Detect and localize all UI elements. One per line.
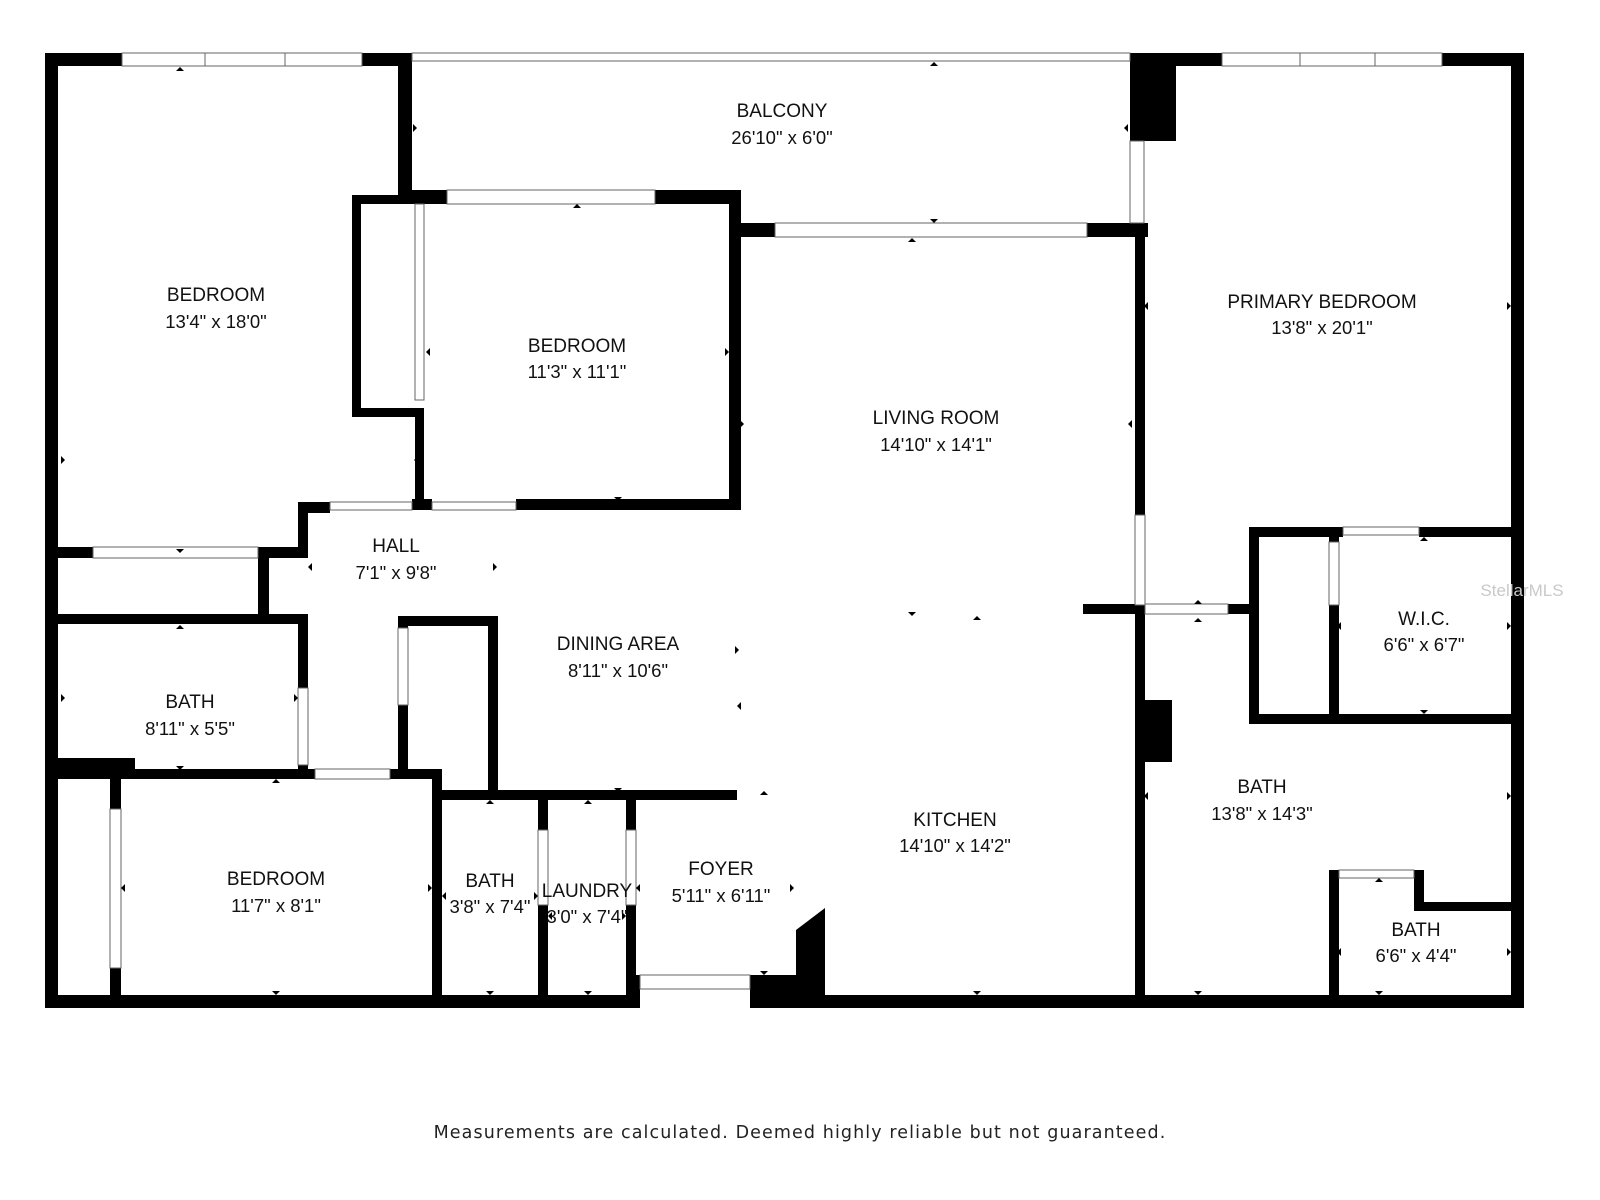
bedroom-center-name: BEDROOM bbox=[528, 336, 626, 357]
dining-area-name: DINING AREA bbox=[557, 634, 680, 655]
balcony-dims: 26'10" x 6'0" bbox=[731, 127, 832, 148]
bedroom-sw-name: BEDROOM bbox=[227, 869, 325, 890]
foyer-name: FOYER bbox=[688, 859, 753, 880]
windows bbox=[92, 52, 1443, 990]
hall-name: HALL bbox=[372, 536, 420, 557]
kitchen-name: KITCHEN bbox=[913, 810, 996, 831]
primary-bedroom-dims: 13'8" x 20'1" bbox=[1271, 317, 1372, 338]
room-labels: BALCONY 26'10" x 6'0" BEDROOM 13'4" x 18… bbox=[145, 101, 1464, 966]
bedroom-nw-name: BEDROOM bbox=[167, 285, 265, 306]
bath-small-dims: 3'8" x 7'4" bbox=[450, 896, 531, 917]
dimension-markers bbox=[61, 62, 1511, 995]
bath-west-dims: 8'11" x 5'5" bbox=[145, 718, 235, 739]
bedroom-nw-dims: 13'4" x 18'0" bbox=[165, 311, 266, 332]
bedroom-sw-dims: 11'7" x 8'1" bbox=[231, 895, 321, 916]
laundry-dims: 3'0" x 7'4" bbox=[547, 906, 628, 927]
disclaimer: Measurements are calculated. Deemed high… bbox=[433, 1123, 1167, 1143]
bedroom-center-dims: 11'3" x 11'1" bbox=[528, 361, 627, 382]
bath-se-dims: 6'6" x 4'4" bbox=[1376, 945, 1457, 966]
hall-dims: 7'1" x 9'8" bbox=[356, 562, 437, 583]
bath-small-name: BATH bbox=[465, 871, 514, 892]
wic-name: W.I.C. bbox=[1398, 609, 1450, 630]
balcony-name: BALCONY bbox=[737, 101, 828, 122]
laundry-name: LAUNDRY bbox=[542, 881, 633, 902]
living-room-dims: 14'10" x 14'1" bbox=[880, 434, 992, 455]
wic-dims: 6'6" x 6'7" bbox=[1384, 634, 1465, 655]
bath-primary-dims: 13'8" x 14'3" bbox=[1211, 803, 1312, 824]
living-room-name: LIVING ROOM bbox=[873, 408, 1000, 429]
watermark: StellarMLS bbox=[1480, 581, 1563, 600]
bath-primary-name: BATH bbox=[1237, 777, 1286, 798]
dining-area-dims: 8'11" x 10'6" bbox=[568, 660, 668, 681]
walls bbox=[45, 53, 1524, 1008]
bath-west-name: BATH bbox=[165, 692, 214, 713]
primary-bedroom-name: PRIMARY BEDROOM bbox=[1227, 292, 1416, 313]
kitchen-dims: 14'10" x 14'2" bbox=[899, 835, 1011, 856]
bath-se-name: BATH bbox=[1391, 920, 1440, 941]
foyer-dims: 5'11" x 6'11" bbox=[672, 885, 771, 906]
